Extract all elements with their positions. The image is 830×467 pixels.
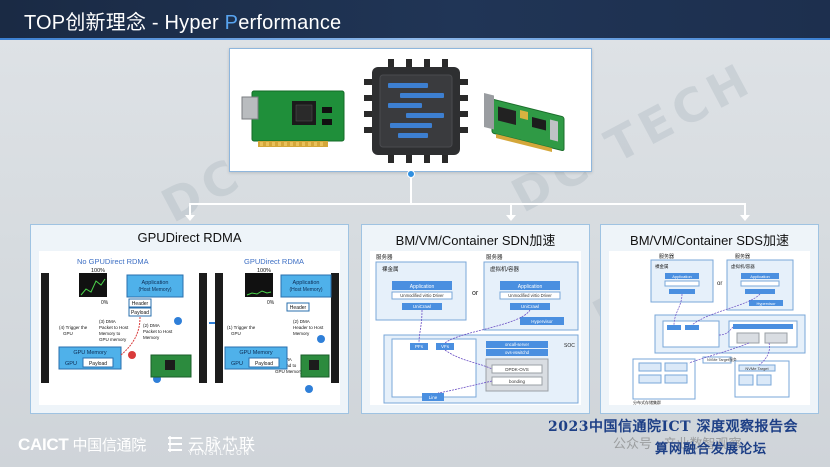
svg-text:Hypervisor: Hypervisor [756, 301, 776, 306]
svg-text:PFs: PFs [415, 344, 424, 349]
panel-sds-acceleration: BM/VM/Container SDS加速 服务器 服务器 裸金属 Applic… [600, 224, 819, 414]
app-host-memory-right: Application [293, 280, 320, 286]
panel-title-sdn: BM/VM/Container SDN加速 [362, 230, 589, 249]
header-label-right: Header [290, 305, 307, 311]
title-suffix: erformance [238, 12, 341, 34]
sdn-diagram-svg: 服务器 服务器 裸金属 Application Unmodified virti… [370, 251, 581, 405]
svg-text:DPDK-OVS: DPDK-OVS [505, 367, 529, 372]
svg-text:GPU: GPU [231, 331, 241, 336]
slide-title: TOP创新理念 - Hyper Performance [24, 6, 341, 35]
arrowhead-left [185, 215, 195, 221]
gpudirect-heading: GPUDirect RDMA [244, 257, 304, 266]
svg-text:服务器: 服务器 [659, 253, 674, 260]
hardware-illustrations [230, 49, 593, 173]
svg-text:裸金属: 裸金属 [382, 265, 399, 273]
accelerator-card-icon [484, 93, 564, 155]
hero-anchor-dot [407, 170, 415, 178]
cpu-percent-100-right: 100% [257, 268, 271, 274]
svg-text:服务器: 服务器 [735, 253, 750, 260]
sdn-diagram: 服务器 服务器 裸金属 Application Unmodified virti… [370, 251, 581, 405]
sds-diagram: 服务器 服务器 裸金属 Application or 虚拟机/容器 Applic… [609, 251, 810, 405]
gpu-label-right: GPU [231, 361, 243, 367]
svg-text:SOC: SOC [564, 343, 575, 349]
svg-text:UniCrawl: UniCrawl [521, 304, 539, 309]
svg-text:分布式存储集群: 分布式存储集群 [633, 399, 661, 405]
svg-text:oncall-server: oncall-server [505, 342, 530, 347]
panel-gpudirect-rdma: GPUDirect RDMA No GPUDirect RDMA 100% 0%… [30, 224, 349, 414]
gpu-memory-label-left: GPU Memory [73, 350, 107, 356]
svg-text:Memory: Memory [293, 331, 310, 336]
app-host-memory-left: Application [142, 280, 169, 286]
svg-text:or: or [717, 281, 722, 287]
svg-text:(3) DMA: (3) DMA [99, 319, 116, 324]
svg-text:Unmodified virtio Driver: Unmodified virtio Driver [508, 293, 552, 298]
svg-text:服务器: 服务器 [486, 253, 503, 261]
connector-vertical [410, 178, 412, 203]
svg-text:GPU Memory: GPU Memory [275, 369, 303, 374]
payload-label-left-gpu: Payload [89, 361, 107, 367]
svg-text:Line: Line [429, 395, 438, 400]
cpu-percent-0-right: 0% [267, 300, 275, 306]
svg-text:Header to Host: Header to Host [293, 325, 324, 330]
cpu-percent-0-left: 0% [101, 300, 109, 306]
gpudirect-diagram: No GPUDirect RDMA 100% 0% Application (H… [39, 251, 340, 405]
svg-text:虚拟机/容器: 虚拟机/容器 [490, 265, 520, 273]
svg-text:GPU memory: GPU memory [99, 337, 127, 342]
svg-text:UniCrawl: UniCrawl [413, 304, 431, 309]
title-highlight-letter: P [225, 12, 239, 34]
svg-text:(4) Trigger the: (4) Trigger the [59, 325, 88, 330]
svg-text:服务器: 服务器 [376, 253, 393, 261]
svg-text:Memory to: Memory to [99, 331, 121, 336]
header-label-left: Header [132, 301, 149, 307]
dpu-chip-icon [364, 59, 468, 163]
svg-text:Application: Application [672, 274, 692, 279]
svg-text:or: or [472, 290, 479, 297]
yunsilicon-en-name: YUNSILICON [188, 450, 251, 457]
svg-text:Unmodified virtio Driver: Unmodified virtio Driver [400, 293, 444, 298]
svg-text:bonding: bonding [509, 379, 526, 384]
connector-horizontal [189, 203, 746, 205]
nic-card-icon [242, 91, 344, 147]
svg-text:(Host Memory): (Host Memory) [289, 287, 322, 293]
no-gpudirect-heading: No GPUDirect RDMA [77, 257, 149, 266]
svg-text:虚拟机/容器: 虚拟机/容器 [731, 263, 755, 270]
panel-title-sds: BM/VM/Container SDS加速 [601, 230, 818, 249]
svg-text:Packet to Host: Packet to Host [99, 325, 129, 330]
yunsilicon-logo: 云脉芯联 YUNSILICON [166, 431, 286, 461]
forum-title: 算网融合发展论坛 [655, 438, 767, 457]
svg-text:NVMe Target: NVMe Target [745, 366, 769, 371]
gpu-memory-label-right: GPU Memory [239, 350, 273, 356]
arrowhead-middle [506, 215, 516, 221]
svg-text:(2) DMA: (2) DMA [293, 319, 310, 324]
panel-title-gpudirect: GPUDirect RDMA [31, 230, 348, 245]
svg-text:Hypervisor: Hypervisor [531, 319, 553, 324]
svg-text:(2) DMA: (2) DMA [143, 323, 160, 328]
svg-text:NVMe Target服务: NVMe Target服务 [707, 357, 737, 362]
hardware-image-panel [229, 48, 592, 172]
svg-text:GPU: GPU [63, 331, 73, 336]
gpu-label-left: GPU [65, 361, 77, 367]
title-prefix: TOP创新理念 - Hyper [24, 12, 225, 34]
arrowhead-right [740, 215, 750, 221]
svg-text:裸金属: 裸金属 [655, 263, 669, 270]
payload-label-left-host: Payload [131, 310, 149, 316]
cpu-percent-100-left: 100% [91, 268, 105, 274]
svg-text:Application: Application [750, 274, 770, 279]
yunsilicon-mark-icon [166, 434, 184, 454]
svg-text:(1) Trigger the: (1) Trigger the [227, 325, 256, 330]
svg-text:Memory: Memory [143, 335, 160, 340]
panel-sdn-acceleration: BM/VM/Container SDN加速 服务器 服务器 裸金属 Applic… [361, 224, 590, 414]
sds-diagram-svg: 服务器 服务器 裸金属 Application or 虚拟机/容器 Applic… [609, 251, 810, 405]
svg-text:VFs: VFs [441, 344, 450, 349]
svg-text:(Host Memory): (Host Memory) [138, 287, 171, 293]
title-bar-accent-line [0, 38, 830, 40]
svg-text:ovs-vswitchd: ovs-vswitchd [505, 350, 530, 355]
svg-text:Application: Application [410, 284, 435, 290]
caict-chinese-name: 中国信通院 [72, 437, 146, 454]
gpudirect-diagram-svg: No GPUDirect RDMA 100% 0% Application (H… [39, 251, 340, 405]
svg-text:Packet to Host: Packet to Host [143, 329, 173, 334]
svg-text:Application: Application [518, 284, 543, 290]
payload-label-right-gpu: Payload [255, 361, 273, 367]
